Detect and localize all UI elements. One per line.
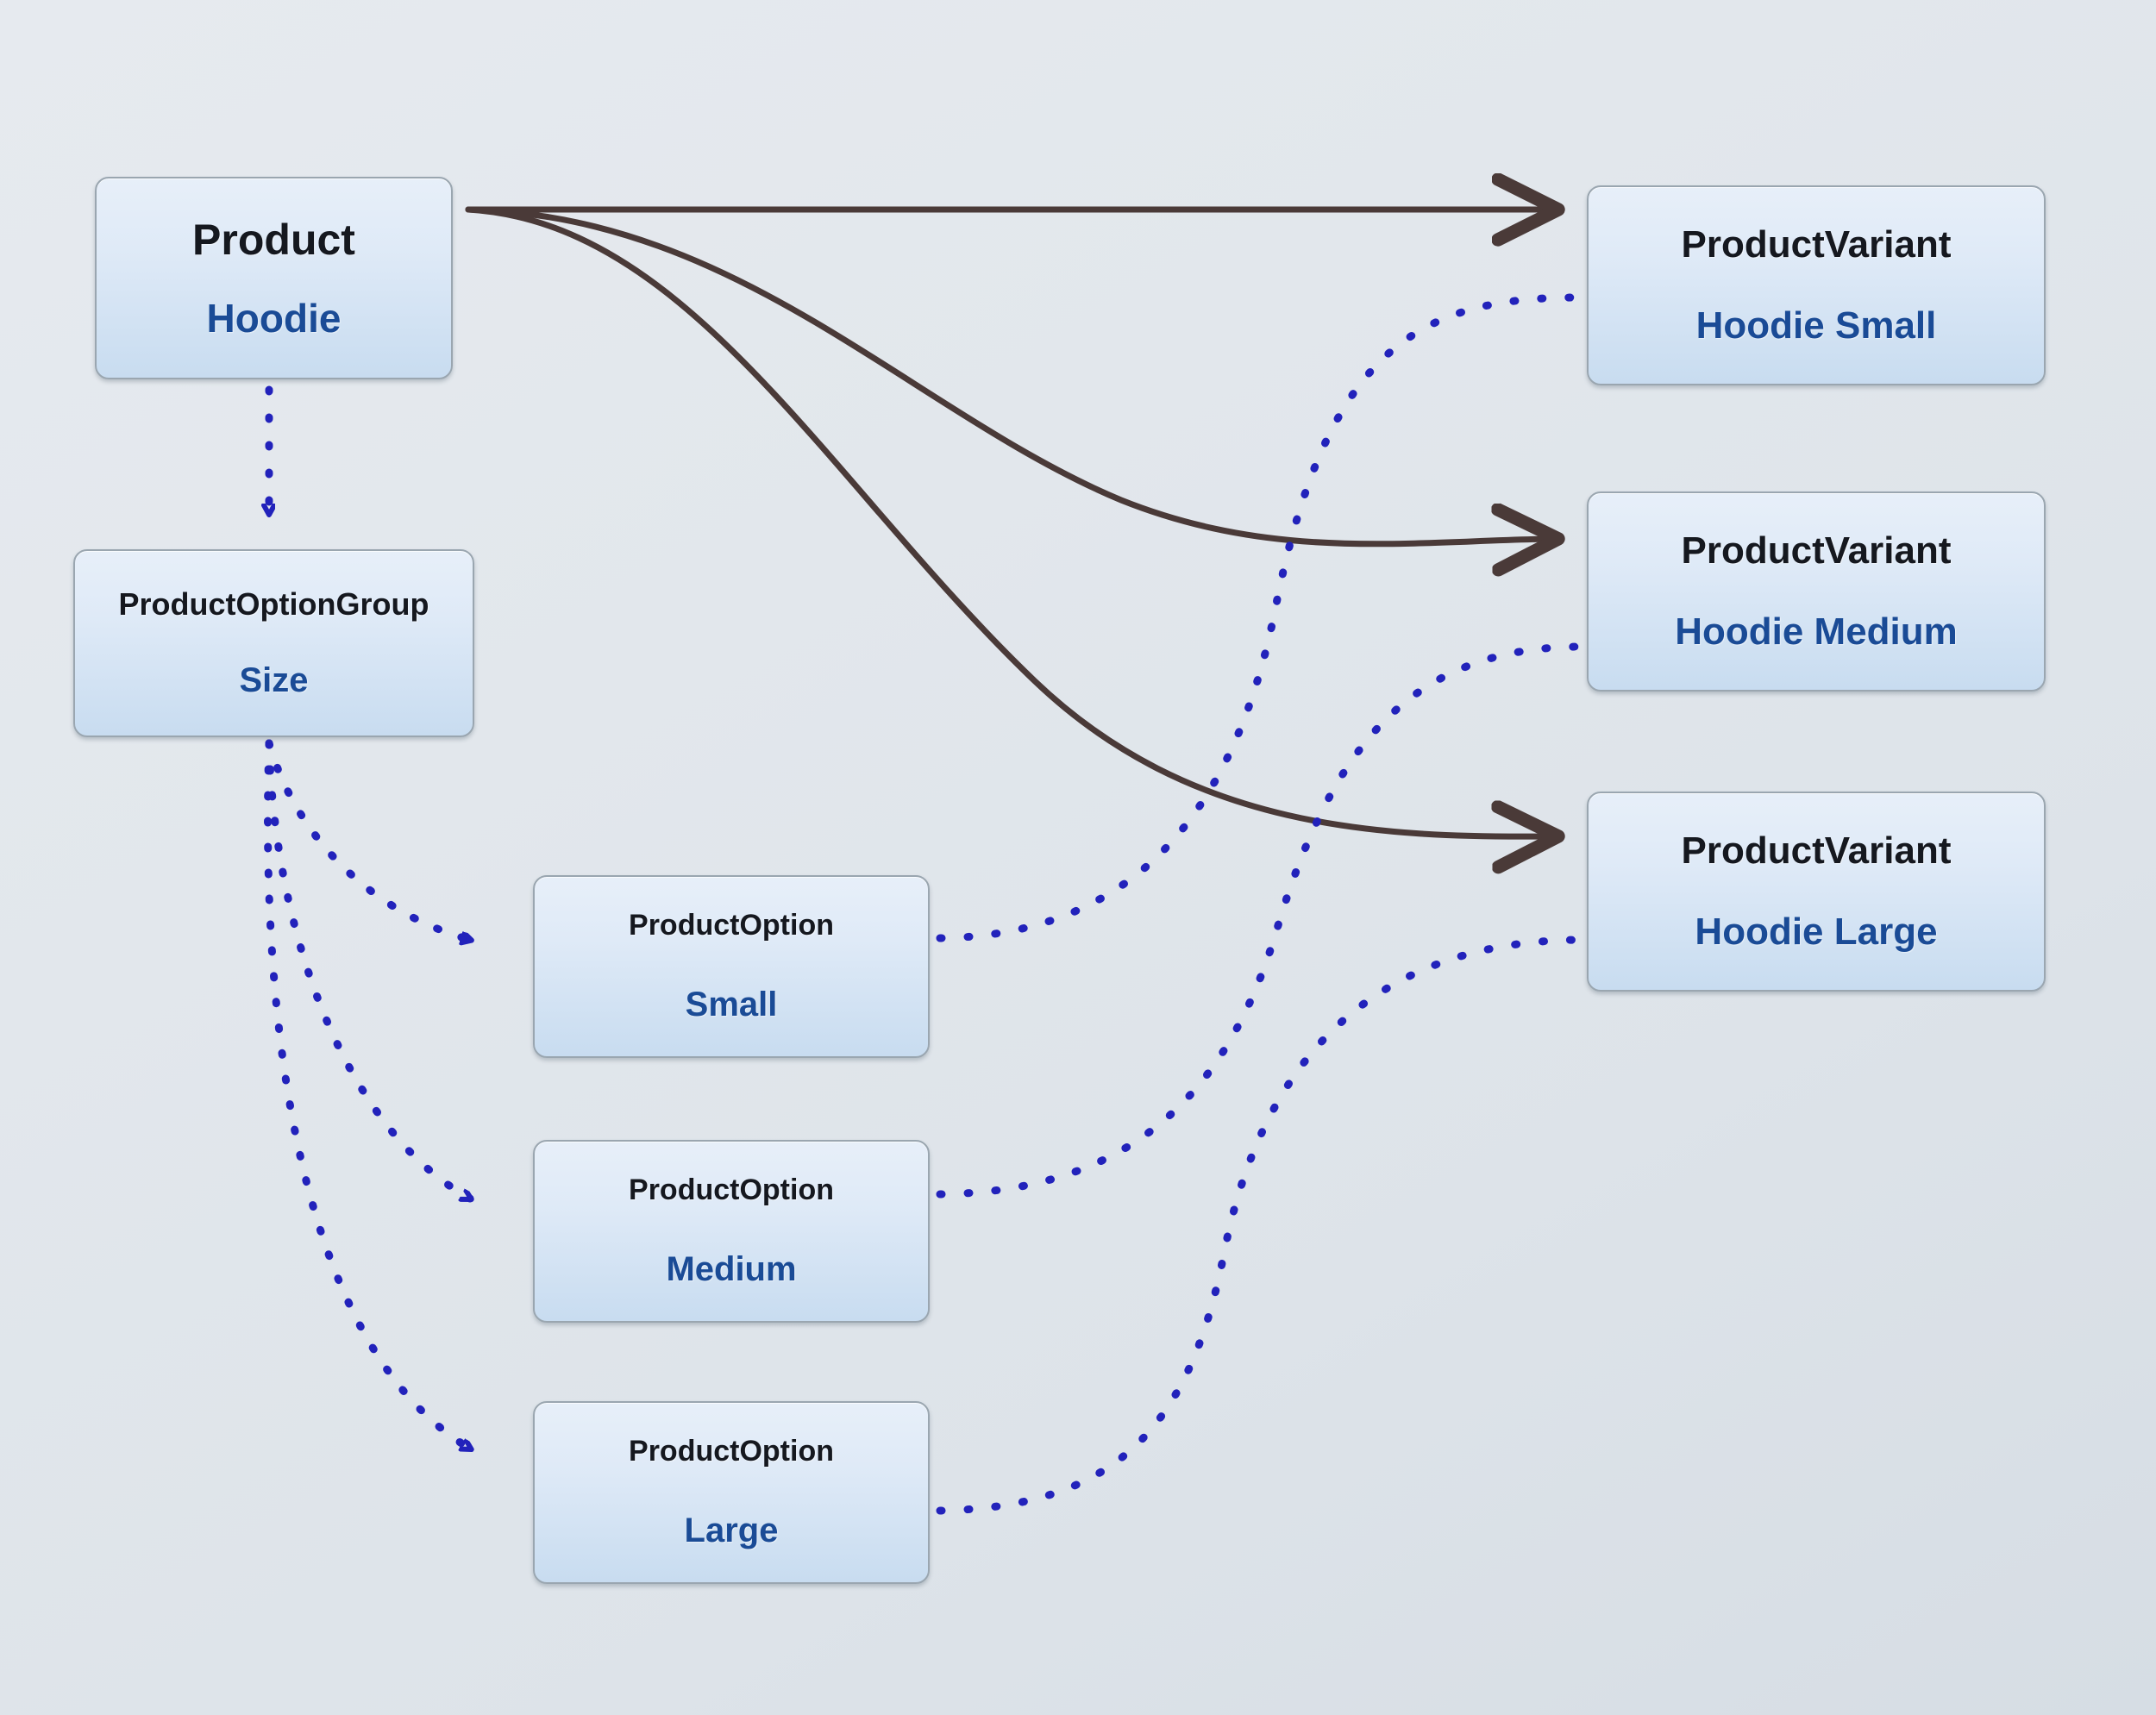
node-product-variant-hoodie-medium[interactable]: ProductVariant Hoodie Medium <box>1587 491 2046 692</box>
node-product-name: Hoodie <box>206 295 342 341</box>
node-product-option-medium[interactable]: ProductOption Medium <box>533 1140 930 1323</box>
node-product-option-small[interactable]: ProductOption Small <box>533 875 930 1058</box>
node-product-variant-hoodie-medium-name: Hoodie Medium <box>1675 610 1958 653</box>
node-product-variant-hoodie-small-type: ProductVariant <box>1681 222 1952 266</box>
node-product-option-medium-name: Medium <box>666 1249 797 1288</box>
node-product-type: Product <box>192 216 355 265</box>
edge-group-option-group-to-options <box>264 739 470 1453</box>
edge-option-medium-to-variant-medium <box>936 642 1583 1199</box>
node-product-variant-hoodie-small[interactable]: ProductVariant Hoodie Small <box>1587 185 2046 385</box>
edge-option-group-to-option-medium <box>265 739 470 1203</box>
edge-group-product-to-variants <box>465 206 1552 836</box>
edge-group-options-to-variants <box>936 293 1583 1515</box>
node-product-option-group[interactable]: ProductOptionGroup Size <box>73 549 474 737</box>
node-product-variant-hoodie-large[interactable]: ProductVariant Hoodie Large <box>1587 792 2046 992</box>
node-product-variant-hoodie-large-type: ProductVariant <box>1681 829 1952 872</box>
edge-option-large-to-variant-large <box>936 936 1583 1515</box>
edge-option-group-to-option-small <box>265 739 470 940</box>
node-product-option-large-type: ProductOption <box>629 1435 834 1468</box>
node-product[interactable]: Product Hoodie <box>95 177 453 379</box>
node-product-option-large-name: Large <box>684 1511 779 1549</box>
edge-product-to-variant-medium <box>465 206 1552 544</box>
node-product-option-small-name: Small <box>685 985 778 1023</box>
edge-product-to-variant-large <box>465 206 1552 836</box>
node-product-option-group-name: Size <box>239 660 309 699</box>
edge-option-small-to-variant-small <box>936 293 1583 942</box>
node-product-option-medium-type: ProductOption <box>629 1174 834 1207</box>
node-product-variant-hoodie-small-name: Hoodie Small <box>1695 304 1937 347</box>
node-product-variant-hoodie-medium-type: ProductVariant <box>1681 529 1952 572</box>
node-product-variant-hoodie-large-name: Hoodie Large <box>1695 911 1938 953</box>
edge-option-group-to-option-large <box>264 739 470 1453</box>
node-product-option-small-type: ProductOption <box>629 909 834 942</box>
node-product-option-group-type: ProductOptionGroup <box>118 586 429 623</box>
node-product-option-large[interactable]: ProductOption Large <box>533 1401 930 1584</box>
